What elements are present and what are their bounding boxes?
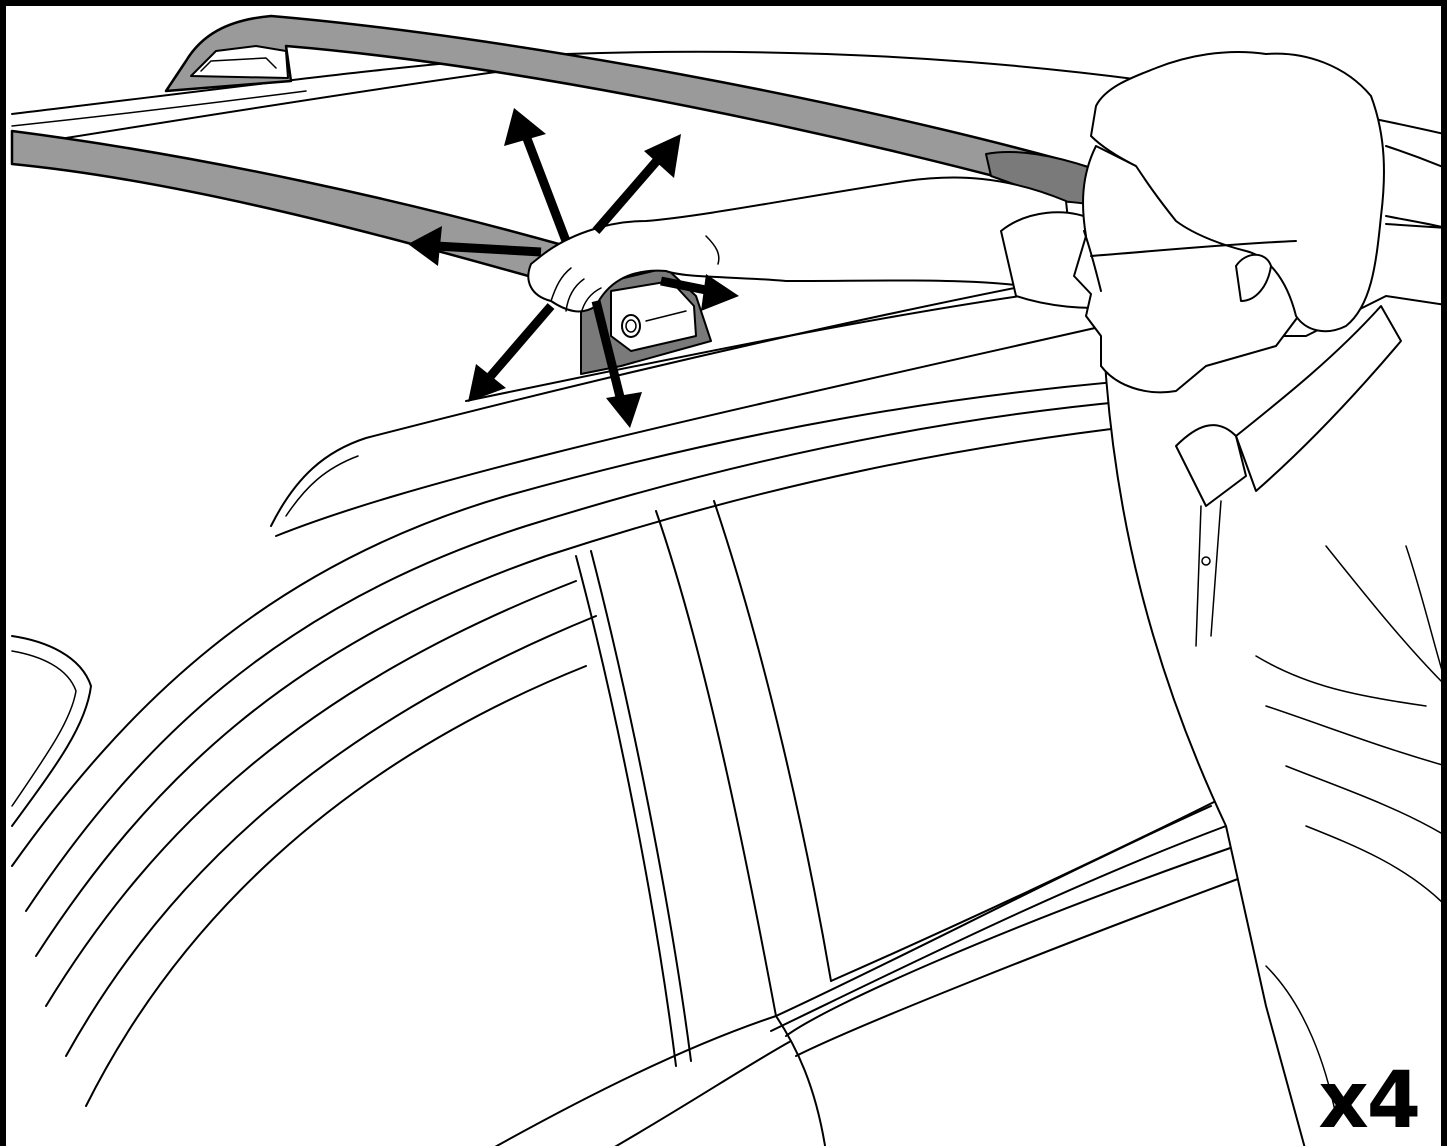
- arrow-up: [526, 136, 566, 241]
- roof-bar-drawing: [6, 6, 1447, 1146]
- arrow-right-head: [701, 274, 739, 311]
- quantity-label: x4: [1318, 1062, 1419, 1140]
- arrow-down-head: [606, 392, 642, 428]
- rear-roof-bar: [166, 16, 1091, 204]
- front-roof-bar: [12, 131, 566, 281]
- arrow-left: [436, 246, 541, 252]
- person: [1001, 52, 1447, 1146]
- car-body: [12, 381, 1246, 1146]
- arrow-down-left: [489, 306, 551, 378]
